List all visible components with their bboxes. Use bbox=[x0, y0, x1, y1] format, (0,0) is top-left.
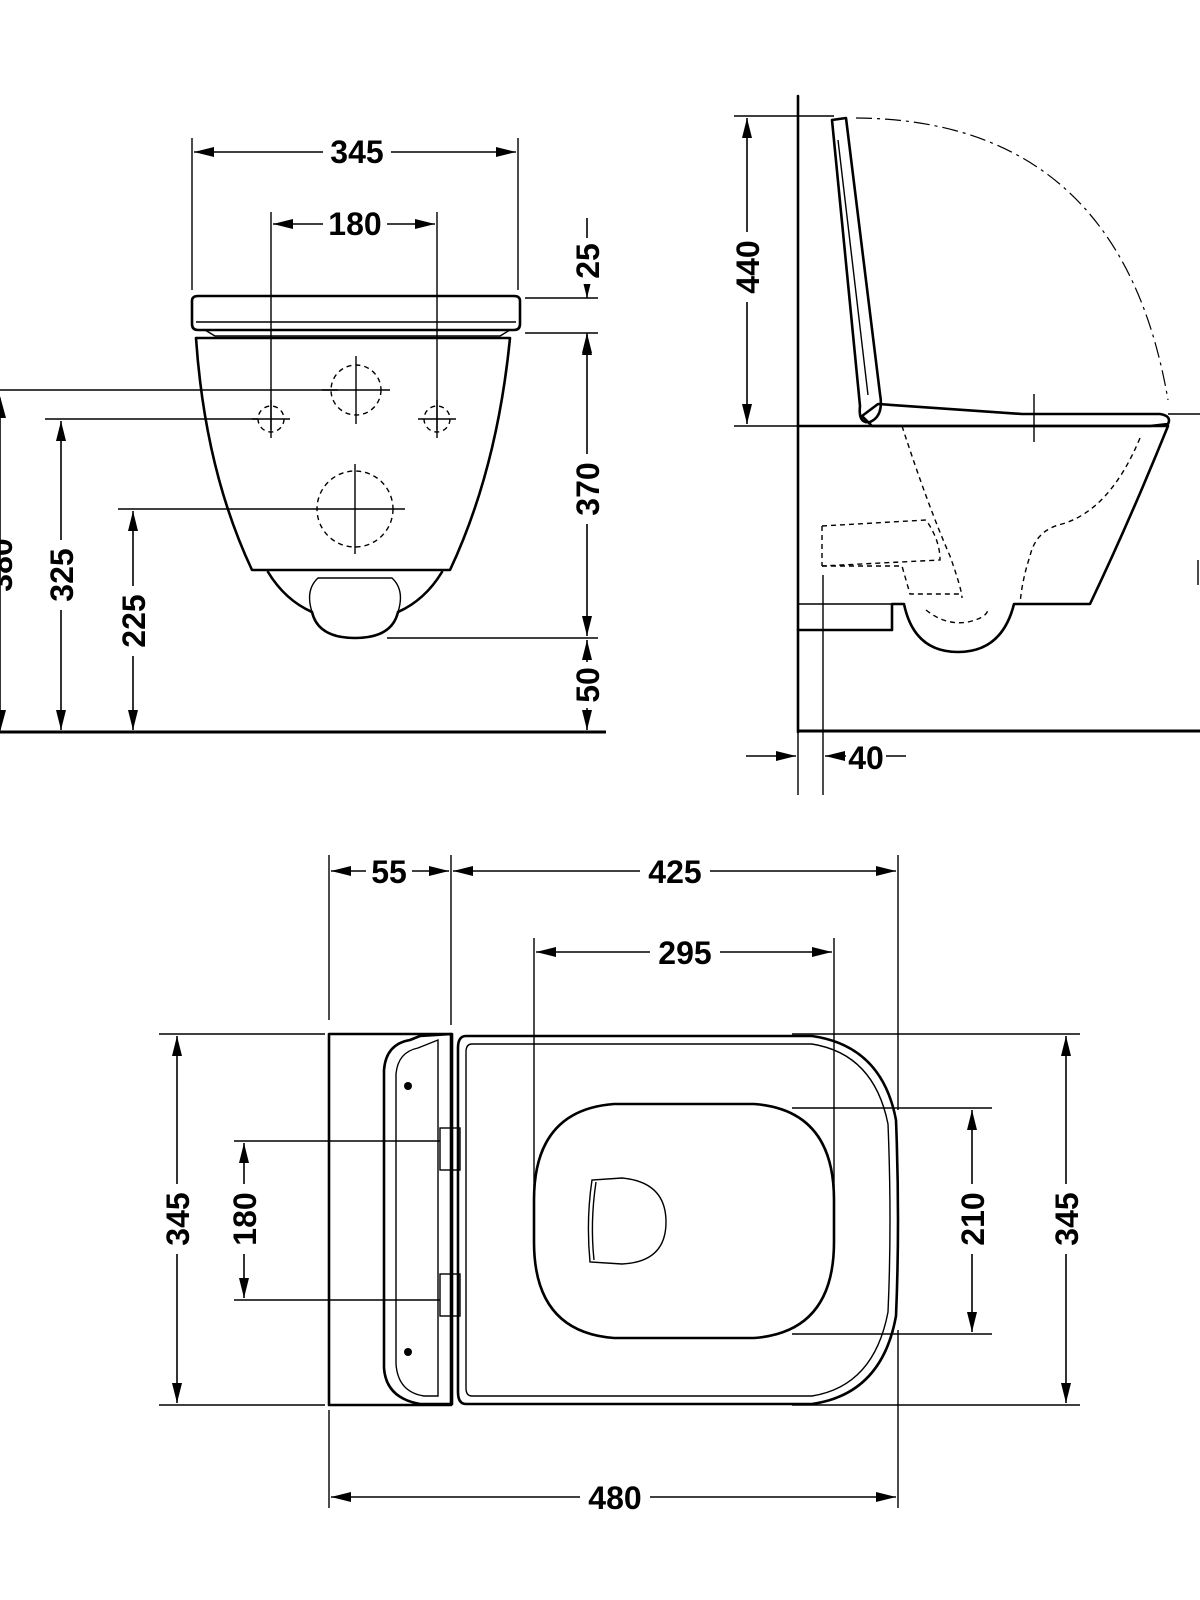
front-view: 345 180 25 370 50 325 225 380 bbox=[0, 133, 606, 734]
top-hinge-upper bbox=[439, 1127, 461, 1171]
top-hinge-lower bbox=[439, 1273, 461, 1317]
front-fixing-marks bbox=[252, 356, 456, 554]
dim-top-55: 55 bbox=[371, 854, 407, 890]
front-bowl bbox=[194, 336, 512, 572]
dim-top-345-left: 345 bbox=[160, 1192, 196, 1245]
dim-top-295: 295 bbox=[658, 935, 711, 971]
dim-front-225: 225 bbox=[116, 594, 152, 647]
top-view: 55 425 295 480 345 180 210 345 bbox=[159, 853, 1085, 1516]
dim-front-345: 345 bbox=[330, 134, 383, 170]
dim-side-440: 440 bbox=[730, 240, 766, 293]
front-seat bbox=[190, 294, 522, 332]
top-extension-lines bbox=[159, 855, 1080, 1508]
dim-front-50: 50 bbox=[570, 667, 606, 703]
side-lid-swing-arc bbox=[855, 117, 1169, 401]
side-hidden-lines bbox=[821, 425, 1141, 624]
dim-top-480: 480 bbox=[588, 1480, 641, 1516]
top-bowl-outline bbox=[456, 1034, 900, 1406]
top-seat-hinge-inner bbox=[395, 1038, 439, 1397]
dim-top-180: 180 bbox=[227, 1192, 263, 1245]
dim-top-345-right: 345 bbox=[1049, 1192, 1085, 1245]
dim-side-40: 40 bbox=[848, 740, 884, 776]
front-seat-underside bbox=[204, 329, 511, 337]
dim-front-370: 370 bbox=[570, 462, 606, 515]
front-outlet-inner bbox=[308, 577, 402, 613]
dim-top-210: 210 bbox=[955, 1192, 991, 1245]
side-lid-inner bbox=[837, 139, 869, 396]
top-water-area bbox=[587, 1177, 667, 1265]
dim-front-25: 25 bbox=[570, 243, 606, 279]
side-lid bbox=[830, 116, 883, 424]
front-extension-lines bbox=[0, 138, 598, 639]
dim-front-380: 380 bbox=[0, 538, 19, 591]
side-view: 440 40 bbox=[730, 94, 1200, 795]
top-seat-outer bbox=[382, 1032, 454, 1406]
dim-top-425: 425 bbox=[648, 854, 701, 890]
front-outlet bbox=[266, 570, 444, 640]
top-rear-block bbox=[327, 1032, 453, 1407]
top-bowl-inner-edge bbox=[465, 1043, 891, 1397]
side-seat bbox=[860, 402, 1171, 428]
top-water-inner bbox=[591, 1181, 597, 1261]
dim-front-325: 325 bbox=[44, 548, 80, 601]
side-bowl bbox=[796, 424, 1170, 654]
top-seat-opening bbox=[532, 1102, 836, 1340]
dim-front-180: 180 bbox=[328, 206, 381, 242]
